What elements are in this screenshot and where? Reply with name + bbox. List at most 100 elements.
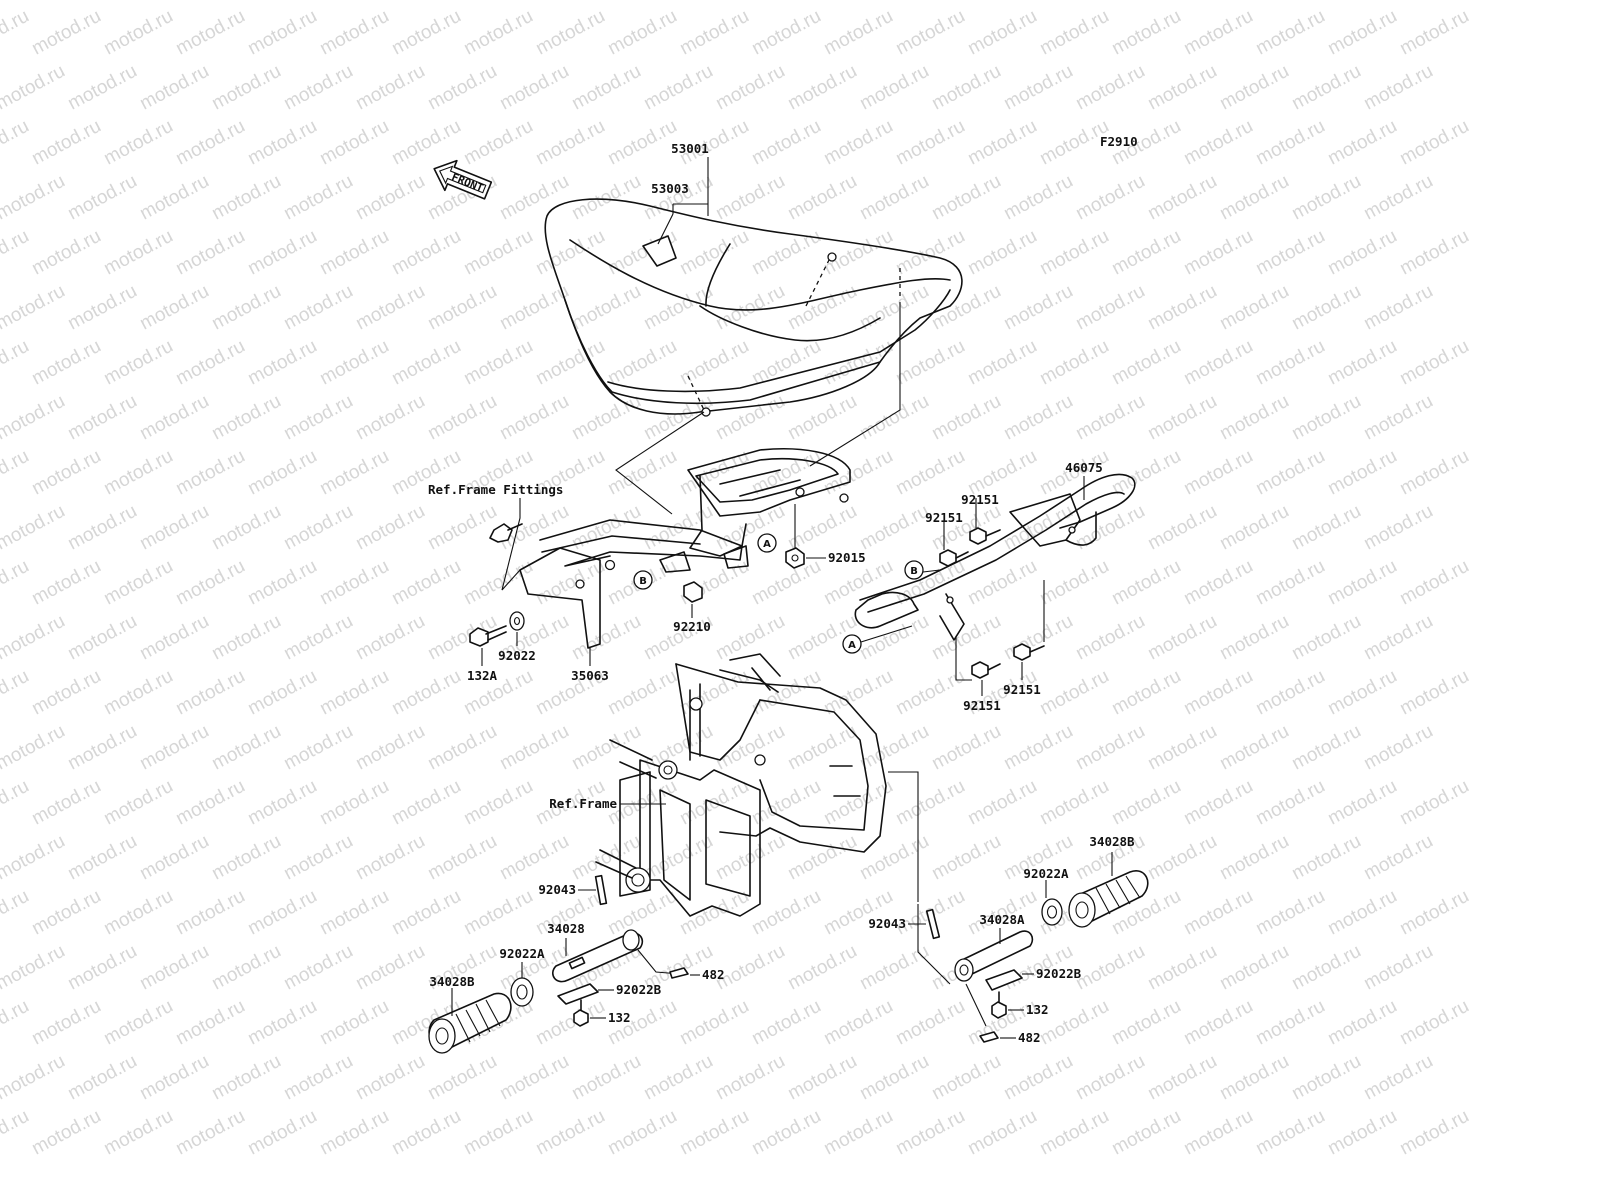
label-53001: 53001 [671, 141, 709, 156]
watermark-text: motod.ru [208, 61, 284, 115]
watermark-text: motod.ru [1324, 886, 1400, 940]
label-92043-right: 92043 [868, 916, 906, 931]
watermark-text: motod.ru [568, 0, 644, 4]
watermark-text: motod.ru [28, 6, 104, 60]
watermark-text: motod.ru [316, 666, 392, 720]
watermark-text: motod.ru [784, 1051, 860, 1105]
watermark-text: motod.ru [1288, 281, 1364, 335]
bolt-132-left-icon [573, 999, 589, 1027]
watermark-text: motod.ru [64, 501, 140, 555]
watermark-text: motod.ru [748, 996, 824, 1050]
watermark-text: motod.ru [1180, 886, 1256, 940]
watermark-text: motod.ru [1324, 666, 1400, 720]
watermark-text: motod.ru [496, 171, 572, 225]
footpeg-34028-icon [552, 929, 644, 983]
watermark-text: motod.ru [1180, 6, 1256, 60]
watermark-text: motod.ru [568, 61, 644, 115]
watermark-text: motod.ru [928, 61, 1004, 115]
watermark-text: motod.ru [352, 831, 428, 885]
watermark-text: motod.ru [1360, 941, 1436, 995]
watermark-text: motod.ru [424, 721, 500, 775]
watermark-text: motod.ru [820, 1106, 896, 1160]
watermark-text: motod.ru [1396, 666, 1472, 720]
watermark-text: motod.ru [244, 556, 320, 610]
watermark-text: motod.ru [316, 6, 392, 60]
watermark-text: motod.ru [1360, 1051, 1436, 1105]
watermark-text: motod.ru [28, 886, 104, 940]
watermark-text: motod.ru [28, 1106, 104, 1160]
label-34028b-left: 34028B [429, 974, 475, 989]
watermark-text: motod.ru [1000, 721, 1076, 775]
watermark-text: motod.ru [1324, 446, 1400, 500]
main-frame [595, 653, 887, 917]
bolt-fitting-icon [489, 523, 523, 543]
marker-a-right [842, 634, 862, 654]
watermark-text: motod.ru [1288, 1051, 1364, 1105]
watermark-text: motod.ru [640, 61, 716, 115]
watermark-text: motod.ru [676, 6, 752, 60]
watermark-text: motod.ru [388, 666, 464, 720]
bolt-132a-icon [469, 625, 507, 647]
watermark-text: motod.ru [1288, 61, 1364, 115]
watermark-text: motod.ru [568, 1051, 644, 1105]
watermark-text: motod.ru [1144, 0, 1220, 4]
watermark-text: motod.ru [856, 1051, 932, 1105]
watermark-text: motod.ru [604, 6, 680, 60]
bolt-92151-c-icon [1013, 643, 1045, 661]
watermark-text: motod.ru [352, 941, 428, 995]
cotter-482-right-icon [979, 1031, 999, 1043]
watermark-text: motod.ru [1252, 336, 1328, 390]
watermark-text: motod.ru [1144, 391, 1220, 445]
watermark-text: motod.ru [1288, 611, 1364, 665]
watermark-text: motod.ru [0, 61, 69, 115]
watermark-text: motod.ru [928, 831, 1004, 885]
watermark-text: motod.ru [0, 886, 33, 940]
watermark-text: motod.ru [856, 501, 932, 555]
watermark-text: motod.ru [1216, 281, 1292, 335]
watermark-text: motod.ru [1360, 61, 1436, 115]
watermark-text: motod.ru [820, 996, 896, 1050]
watermark-text: motod.ru [208, 281, 284, 335]
watermark-text: motod.ru [244, 666, 320, 720]
watermark-text: motod.ru [820, 886, 896, 940]
watermark-text: motod.ru [424, 391, 500, 445]
watermark-text: motod.ru [172, 776, 248, 830]
watermark-text: motod.ru [892, 666, 968, 720]
watermark-text: motod.ru [172, 226, 248, 280]
watermark-text: motod.ru [928, 171, 1004, 225]
watermark-text: motod.ru [964, 116, 1040, 170]
label-92210: 92210 [673, 619, 711, 634]
watermark-text: motod.ru [1288, 391, 1364, 445]
watermark-text: motod.ru [1036, 556, 1112, 610]
watermark-text: motod.ru [208, 831, 284, 885]
watermark-layer: motod.rumotod.rumotod.rumotod.rumotod.ru… [0, 0, 1473, 1159]
watermark-text: motod.ru [1144, 831, 1220, 885]
label-35063: 35063 [571, 668, 609, 683]
watermark-text: motod.ru [784, 281, 860, 335]
label-132a: 132A [467, 668, 498, 683]
watermark-text: motod.ru [64, 721, 140, 775]
watermark-text: motod.ru [1252, 6, 1328, 60]
watermark-text: motod.ru [280, 391, 356, 445]
watermark-text: motod.ru [280, 61, 356, 115]
marker-b-left [633, 570, 653, 590]
watermark-text: motod.ru [1324, 6, 1400, 60]
plate-92022b-left-icon [557, 983, 599, 1005]
watermark-text: motod.ru [100, 6, 176, 60]
watermark-text: motod.ru [640, 391, 716, 445]
watermark-text: motod.ru [280, 0, 356, 4]
watermark-text: motod.ru [244, 886, 320, 940]
watermark-text: motod.ru [1180, 776, 1256, 830]
watermark-text: motod.ru [0, 0, 69, 4]
watermark-text: motod.ru [1288, 721, 1364, 775]
watermark-text: motod.ru [172, 996, 248, 1050]
watermark-text: motod.ru [28, 446, 104, 500]
watermark-text: motod.ru [784, 831, 860, 885]
watermark-text: motod.ru [28, 666, 104, 720]
watermark-text: motod.ru [928, 0, 1004, 4]
watermark-text: motod.ru [172, 6, 248, 60]
watermark-text: motod.ru [1216, 611, 1292, 665]
watermark-text: motod.ru [352, 391, 428, 445]
watermark-text: motod.ru [604, 886, 680, 940]
watermark-text: motod.ru [460, 886, 536, 940]
